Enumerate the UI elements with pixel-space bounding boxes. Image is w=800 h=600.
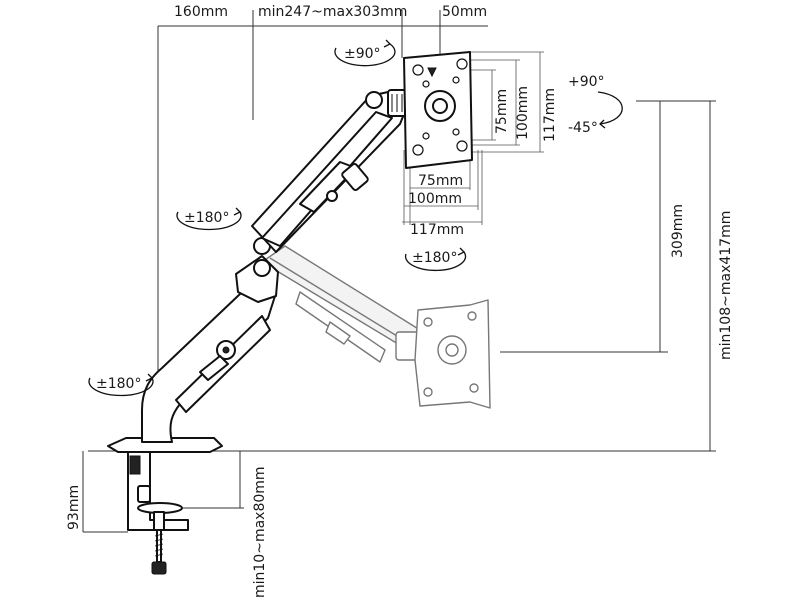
lowered-arm-ghost [261, 245, 491, 409]
monitor-arm [141, 89, 411, 443]
label-base-joint: ±180° [96, 376, 141, 392]
label-vesa-h-117: 117mm [410, 222, 464, 238]
label-vesa-h-100: 100mm [408, 191, 462, 207]
desk-clamp [107, 437, 223, 575]
label-vesa-v-75: 75mm [494, 89, 510, 134]
label-plate-swivel: ±90° [344, 46, 381, 62]
label-arm-joint: ±180° [184, 210, 229, 226]
label-tilt-up: +90° [568, 74, 605, 90]
label-vesa-v-117: 117mm [542, 88, 558, 142]
label-height-range: min108~max417mm [718, 211, 734, 360]
label-desk-thickness: min10~max80mm [252, 466, 268, 598]
label-clamp-height: 93mm [66, 485, 82, 530]
dimension-lines [82, 10, 716, 533]
label-vesa-h-75: 75mm [418, 173, 463, 189]
label-base-offset: 160mm [174, 4, 228, 20]
label-tilt-down: -45° [568, 120, 598, 136]
label-lift-travel: 309mm [670, 204, 686, 258]
rotation-labels: ±90° +90° -45° ±180° ±180° ±180° [96, 46, 605, 392]
vesa-plate [403, 51, 473, 169]
dimension-labels: 160mm min247~max303mm 50mm 75mm 100mm 11… [66, 4, 734, 598]
label-plate-offset: 50mm [442, 4, 487, 20]
rotation-arrows [88, 39, 623, 397]
label-reach: min247~max303mm [258, 4, 407, 20]
label-rotation-plate: ±180° [412, 250, 457, 266]
label-vesa-v-100: 100mm [515, 86, 531, 140]
